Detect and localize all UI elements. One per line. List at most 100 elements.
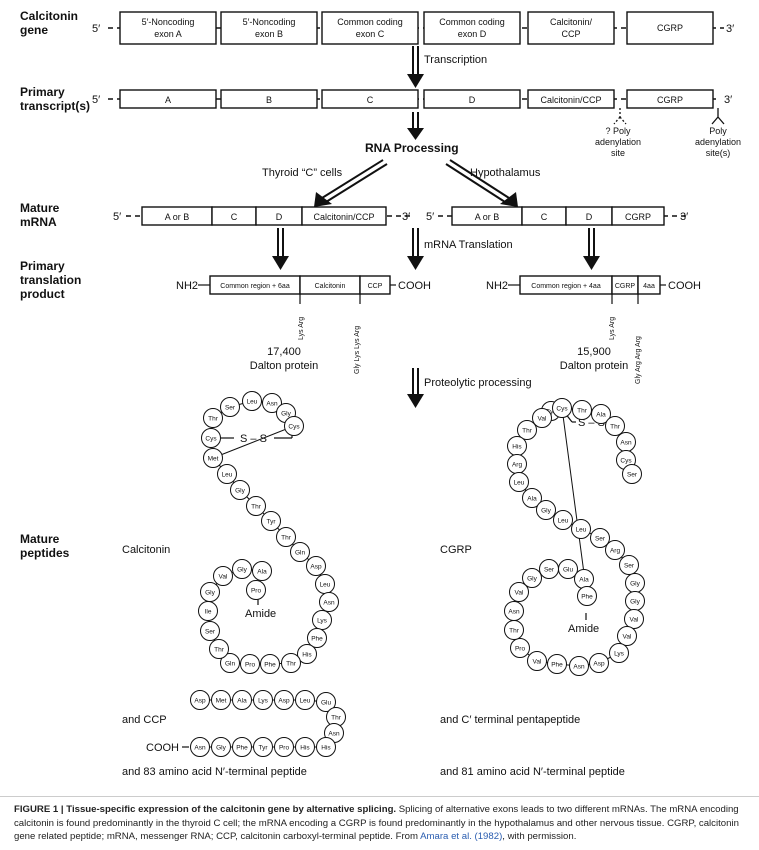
calcitonin-residue-label: Gly	[235, 487, 246, 494]
cgrp-residue-label: Ala	[579, 576, 589, 583]
ccp-residue-label: Ala	[237, 697, 247, 704]
ccp-residue-label: Lys	[258, 697, 269, 704]
cgrp-residue-circle	[589, 653, 609, 673]
calcitonin-label: Calcitonin	[122, 544, 170, 556]
calcitonin-residue-circle	[203, 408, 223, 428]
calcitonin-residue-circle	[306, 556, 326, 576]
cgrp-residue-circle	[609, 643, 629, 663]
transcript-exon-d: D	[423, 89, 521, 109]
calcitonin-residue-label: Gly	[205, 589, 216, 596]
calcitonin-residue-label: Val	[219, 573, 228, 580]
cgrp-residue-label: Phe	[581, 593, 593, 600]
ccp-residue-circle	[190, 690, 210, 710]
mrna-left-exon-calcitonin-ccp: Calcitonin/CCP	[301, 206, 387, 226]
cgrp-residue-circle	[532, 408, 552, 428]
cgrp-residue-label: Leu	[558, 517, 569, 524]
translation-right-cgrp: CGRP	[611, 275, 639, 295]
cgrp-residue-label: Val	[630, 616, 639, 623]
cgrp-residue-label: Val	[515, 589, 524, 596]
gene-3prime: 3′	[726, 23, 734, 35]
hypothalamus-label: Hypothalamus	[470, 167, 541, 179]
hypothalamus-branch-arrow	[445, 159, 518, 207]
ccp-residue-circle	[253, 690, 273, 710]
svg-text:Common coding: Common coding	[439, 17, 505, 27]
cgrp-residue-circle	[509, 582, 529, 602]
calcitonin-residue-circle	[232, 559, 252, 579]
mrna-right-5prime: 5′	[426, 211, 434, 223]
calcitonin-residue-circle	[284, 416, 304, 436]
calcitonin-residue-circle	[297, 644, 317, 664]
caption-citation-link[interactable]: Amara et al. (1982)	[420, 831, 503, 842]
translation-arrow-left	[272, 228, 289, 270]
ccp-residue-label: Pro	[279, 744, 290, 751]
cgrp-residue-label: Ala	[527, 495, 537, 502]
calcitonin-residue-label: Ala	[257, 568, 267, 575]
poly-a-site-2-marker	[711, 108, 725, 125]
transcript-3prime: 3′	[724, 94, 732, 106]
ccp-residue-label: Asp	[278, 697, 290, 704]
mrna-right-exon-aorb: A or B	[451, 206, 523, 226]
calcitonin-residue-label: Pro	[251, 587, 262, 594]
cgrp-amide: Amide	[568, 623, 599, 635]
calcitonin-residue-label: Ser	[225, 404, 236, 411]
cgrp-label: CGRP	[440, 544, 472, 556]
translation-left-ccp: CCP	[359, 275, 391, 295]
mrna-right-exon-cgrp: CGRP	[611, 206, 665, 226]
mrna-left-3prime: 3′	[402, 211, 410, 223]
cgrp-residue-label: Cys	[556, 405, 568, 412]
cgrp-residue-circle	[517, 420, 537, 440]
calcitonin-residue-circle	[261, 511, 281, 531]
cgrp-residue-label: Gly	[630, 580, 641, 587]
cgrp-residue-label: Glu	[563, 566, 574, 573]
cgrp-residue-circle	[605, 540, 625, 560]
cgrp-residue-label: Thr	[610, 423, 621, 430]
gene-exon-d: Common coding exon D	[423, 11, 521, 45]
poly-a-site-1-marker	[613, 108, 627, 125]
svg-text:exon A: exon A	[154, 29, 182, 39]
ccp-residue-circle	[295, 690, 315, 710]
n-term-left-label: and 83 amino acid N′-terminal peptide	[122, 766, 307, 778]
cgrp-residue-label: Ser	[627, 471, 638, 478]
svg-text:Calcitonin/CCP: Calcitonin/CCP	[540, 95, 601, 105]
cgrp-residue-circle	[552, 398, 572, 418]
ccp-residue-label: His	[321, 744, 331, 751]
svg-text:5′-Noncoding: 5′-Noncoding	[142, 17, 195, 27]
mrna-left-exon-c: C	[211, 206, 257, 226]
cgrp-residue-label: Asp	[593, 660, 605, 667]
ccp-residue-label: Asn	[194, 744, 206, 751]
cgrp-residue-label: Val	[533, 658, 542, 665]
svg-text:CCP: CCP	[368, 283, 383, 290]
translation-right-cleave-1: Lys Arg	[609, 317, 616, 340]
mrna-right-exon-c: C	[521, 206, 567, 226]
svg-text:CCP: CCP	[561, 29, 580, 39]
svg-text:exon D: exon D	[458, 29, 487, 39]
cgrp-residue-label: Ser	[624, 562, 635, 569]
ccp-residue-circle	[253, 737, 273, 757]
calcitonin-residue-circle	[290, 542, 310, 562]
cgrp-residue-circle	[547, 654, 567, 674]
cgrp-residue-circle	[577, 586, 597, 606]
cgrp-residue-circle	[590, 528, 610, 548]
calcitonin-residue-label: Cys	[288, 423, 300, 430]
cgrp-residue-label: Val	[538, 415, 547, 422]
calcitonin-residue-label: Gln	[225, 660, 236, 667]
svg-text:Common coding: Common coding	[337, 17, 403, 27]
calcitonin-residue-label: Phe	[264, 661, 276, 668]
mrna-left-5prime: 5′	[113, 211, 121, 223]
transcript-exon-c: C	[321, 89, 419, 109]
calcitonin-residue-label: Pro	[245, 661, 256, 668]
cgrp-residue-label: Thr	[577, 407, 588, 414]
cgrp-residue-circle	[591, 404, 611, 424]
svg-text:C: C	[541, 212, 548, 222]
cgrp-residue-label: Lys	[614, 650, 625, 657]
calcitonin-residue-label: Asp	[310, 563, 322, 570]
calcitonin-residue-circle	[209, 639, 229, 659]
cgrp-residue-label: Asn	[573, 663, 585, 670]
translation-right-4aa: 4aa	[637, 275, 661, 295]
